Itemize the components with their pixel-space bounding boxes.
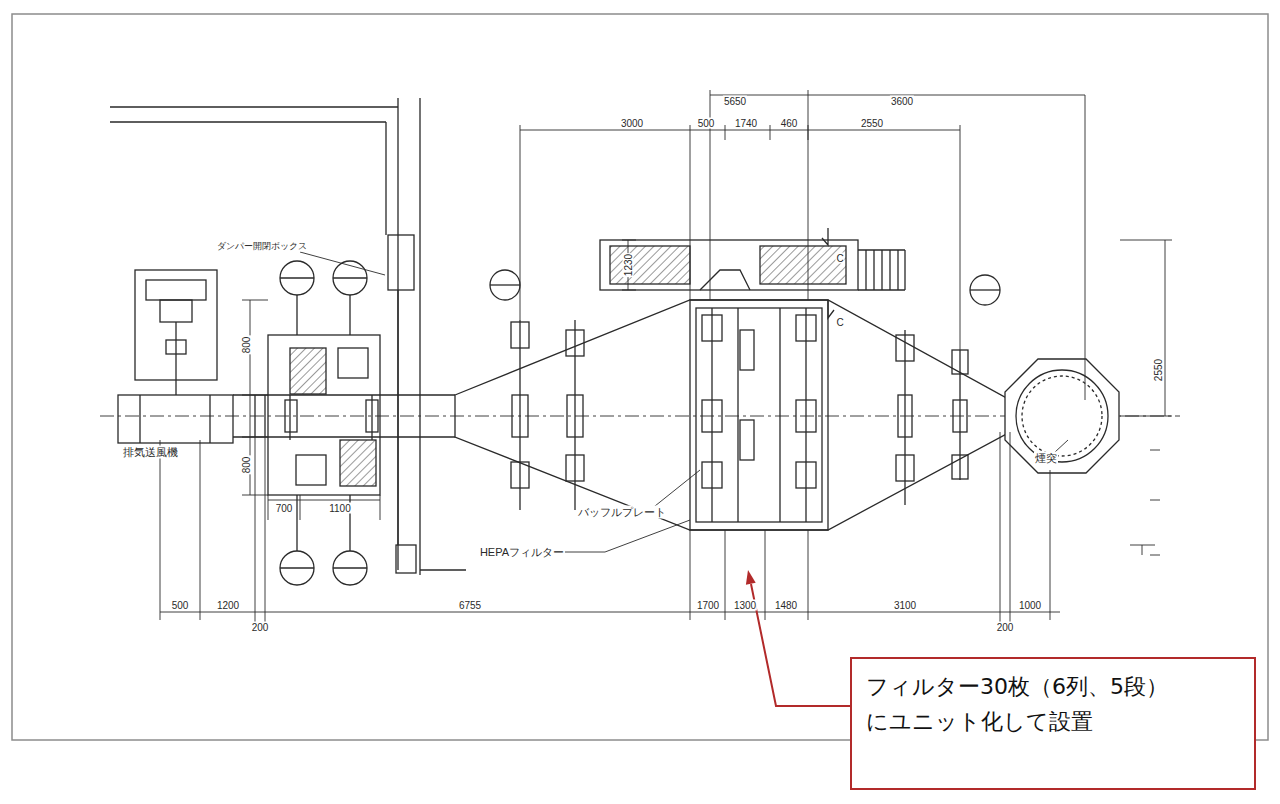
dimension-label: 1200 xyxy=(216,600,240,611)
dimension-label: 2550 xyxy=(860,118,884,129)
dimension-label: 3000 xyxy=(620,118,644,129)
part-label: HEPAフィルター xyxy=(479,546,565,559)
dimension-label: 3100 xyxy=(893,600,917,611)
part-label: ダンパー開閉ボックス xyxy=(216,241,308,252)
leader-lines xyxy=(300,252,1068,552)
page-frame xyxy=(12,14,1268,740)
dimension-label: 800 xyxy=(241,456,252,475)
part-label: 煙突 xyxy=(1034,452,1058,465)
part-label: C xyxy=(835,253,844,264)
dimension-lines xyxy=(160,90,1172,630)
part-label: 排気送風機 xyxy=(122,446,179,459)
dimension-label: 6755 xyxy=(458,600,482,611)
dimension-label: 800 xyxy=(241,336,252,355)
dimension-label: 1740 xyxy=(734,118,758,129)
dimension-label: 1000 xyxy=(1018,600,1042,611)
callout-box: フィルター30枚（6列、5段） にユニット化して設置 xyxy=(850,657,1256,790)
exhaust-fan xyxy=(118,270,233,443)
platform xyxy=(600,228,905,318)
dimension-label: 2550 xyxy=(1153,358,1164,382)
part-label: バッフルプレート xyxy=(577,506,667,519)
dimension-label: 3600 xyxy=(890,96,914,107)
part-label: C xyxy=(835,317,844,328)
red-leader xyxy=(746,570,850,706)
dimension-label: 1700 xyxy=(696,600,720,611)
dimension-label: 1230 xyxy=(623,253,634,277)
dimension-label: 460 xyxy=(780,118,799,129)
callout-text: フィルター30枚（6列、5段） にユニット化して設置 xyxy=(866,669,1240,739)
dimension-label: 200 xyxy=(251,622,270,633)
damper-box xyxy=(242,300,380,520)
filter-housing xyxy=(455,300,1010,530)
stack xyxy=(1005,359,1119,473)
dimension-label: 1300 xyxy=(733,600,757,611)
dimension-label: 500 xyxy=(697,118,716,129)
dimension-label: 200 xyxy=(996,622,1015,633)
building-lines xyxy=(110,98,466,575)
dimension-label: 500 xyxy=(171,600,190,611)
dimension-label: 1100 xyxy=(328,503,352,514)
dimension-label: 5650 xyxy=(723,96,747,107)
dimension-label: 1480 xyxy=(774,600,798,611)
callout-circles xyxy=(280,261,1000,585)
dimension-label: 700 xyxy=(275,503,294,514)
